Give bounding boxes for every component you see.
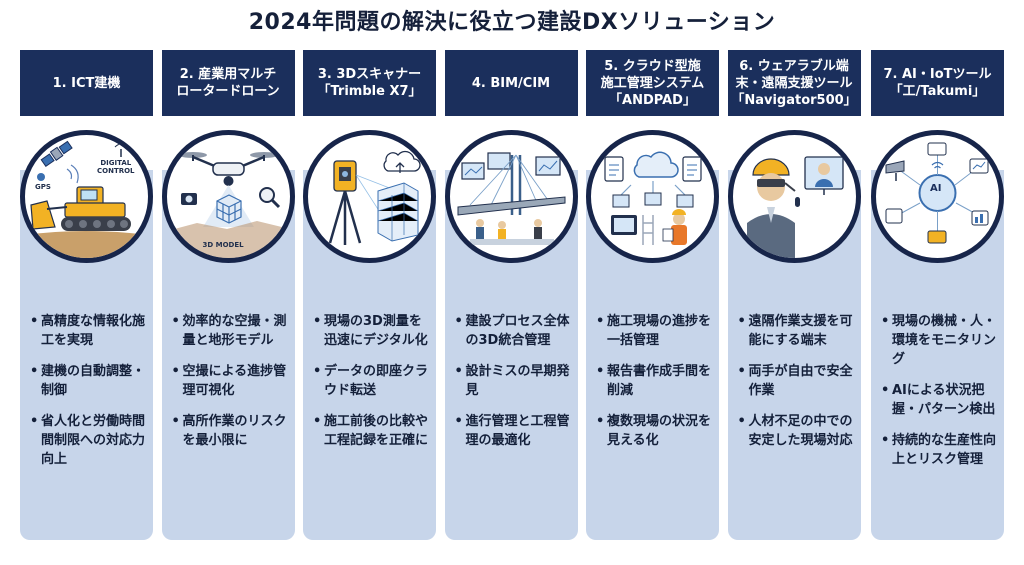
page-title: 2024年問題の解決に役立つ建設DXソリューション: [248, 10, 776, 35]
column-header: 7. AI・IoTツール 「工/Takumi」: [871, 50, 1004, 116]
bullet-item: 現場の3D測量を迅速にデジタル化: [313, 312, 431, 350]
bullet-item: 設計ミスの早期発見: [455, 362, 573, 400]
bulldozer-gps-icon: GPS DIGITAL CONTROL: [20, 130, 153, 263]
bullet-item: 報告書作成手間を削減: [596, 362, 714, 400]
bim-bridge-icon: [444, 130, 578, 263]
gps-label: GPS: [35, 183, 51, 191]
column-ai-iot: 7. AI・IoTツール 「工/Takumi」: [871, 50, 1004, 540]
bullet-list: 高精度な情報化施工を実現 建機の自動調整・制御 省人化と労働時間間制限への対応力…: [30, 312, 148, 481]
column-drone: 2. 産業用マルチ ロータードローン: [161, 50, 295, 540]
bullet-item: 両手が自由で安全作業: [738, 362, 856, 400]
3d-model-label: 3D MODEL: [202, 241, 244, 249]
bullet-item: 複数現場の状況を見える化: [596, 412, 714, 450]
bullet-list: 現場の3D測量を迅速にデジタル化 データの即座クラウド転送 施工前後の比較や工程…: [313, 312, 431, 462]
bullet-item: 省人化と労働時間間制限への対応力向上: [30, 412, 148, 469]
bullet-item: 建機の自動調整・制御: [30, 362, 148, 400]
column-header: 4. BIM/CIM: [444, 50, 578, 116]
bullet-item: 高所作業のリスクを最小限に: [172, 412, 290, 450]
bullet-list: 効率的な空撮・測量と地形モデル 空撮による進捗管理可視化 高所作業のリスクを最小…: [172, 312, 290, 462]
bullet-item: 施工前後の比較や工程記録を正確に: [313, 412, 431, 450]
bullet-list: 遠隔作業支援を可能にする端末 両手が自由で安全作業 人材不足の中での安定した現場…: [738, 312, 856, 462]
bullet-item: AIによる状況把握・パターン検出: [881, 381, 999, 419]
column-header: 1. ICT建機: [20, 50, 153, 116]
bullet-item: 遠隔作業支援を可能にする端末: [738, 312, 856, 350]
digital-control-label: DIGITAL CONTROL: [97, 159, 135, 175]
3d-scanner-icon: [303, 130, 436, 263]
bullet-item: 進行管理と工程管理の最適化: [455, 412, 573, 450]
ai-label: AI: [930, 183, 942, 194]
column-navigator500: 6. ウェアラブル端 末・遠隔支援ツール 「Navigator500」 遠隔作: [727, 50, 861, 540]
column-andpad: 5. クラウド型施 施工管理システム 「ANDPAD」: [586, 50, 719, 540]
column-header: 2. 産業用マルチ ロータードローン: [161, 50, 295, 116]
bullet-list: 施工現場の進捗を一括管理 報告書作成手間を削減 複数現場の状況を見える化: [596, 312, 714, 462]
bullet-item: 高精度な情報化施工を実現: [30, 312, 148, 350]
bullet-item: 人材不足の中での安定した現場対応: [738, 412, 856, 450]
wearable-remote-icon: [727, 130, 861, 263]
bullet-item: 空撮による進捗管理可視化: [172, 362, 290, 400]
drone-icon: 3D MODEL: [161, 130, 295, 263]
bullet-item: 建設プロセス全体の3D統合管理: [455, 312, 573, 350]
solution-columns: 1. ICT建機: [20, 50, 1004, 540]
column-header: 6. ウェアラブル端 末・遠隔支援ツール 「Navigator500」: [727, 50, 861, 116]
bullet-item: 現場の機械・人・環境をモニタリング: [881, 312, 999, 369]
column-bim-cim: 4. BIM/CIM: [444, 50, 578, 540]
column-3d-scanner: 3. 3Dスキャナー 「Trimble X7」: [303, 50, 436, 540]
bullet-item: データの即座クラウド転送: [313, 362, 431, 400]
cloud-management-icon: [586, 130, 719, 263]
column-header: 3. 3Dスキャナー 「Trimble X7」: [303, 50, 436, 116]
bullet-item: 効率的な空撮・測量と地形モデル: [172, 312, 290, 350]
bullet-list: 現場の機械・人・環境をモニタリング AIによる状況把握・パターン検出 持続的な生…: [881, 312, 999, 481]
ai-iot-icon: AI: [871, 130, 1004, 263]
bullet-list: 建設プロセス全体の3D統合管理 設計ミスの早期発見 進行管理と工程管理の最適化: [455, 312, 573, 462]
bullet-item: 持続的な生産性向上とリスク管理: [881, 431, 999, 469]
column-header: 5. クラウド型施 施工管理システム 「ANDPAD」: [586, 50, 719, 116]
column-ict-machinery: 1. ICT建機: [20, 50, 153, 540]
bullet-item: 施工現場の進捗を一括管理: [596, 312, 714, 350]
